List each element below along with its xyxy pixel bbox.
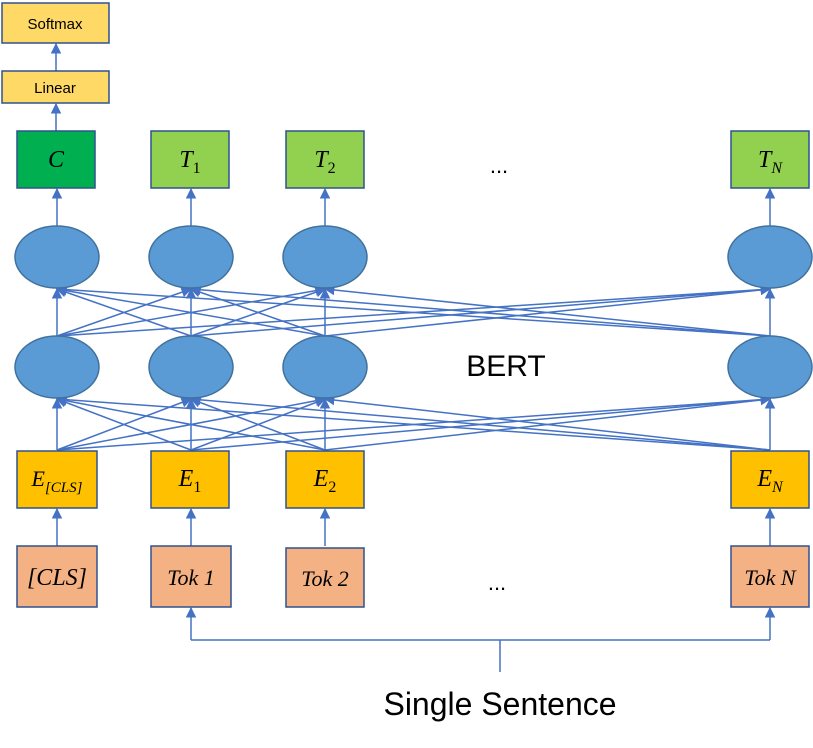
- token-box-2: Tok 2: [285, 547, 365, 608]
- svg-text:T1: T1: [179, 147, 200, 177]
- embedding-n-sub: N: [771, 479, 784, 496]
- svg-text:E1: E1: [178, 466, 202, 496]
- embedding-box-1: E1: [150, 450, 230, 509]
- linear-box: Linear: [1, 70, 110, 104]
- output-1-sub: 1: [193, 160, 201, 177]
- embedding-cls-sub: [CLS]: [45, 480, 83, 496]
- linear-label: Linear: [34, 80, 76, 97]
- edge-emb1-mid0: [56, 397, 192, 451]
- embedding-box-2: E2: [285, 450, 365, 509]
- edge-emb3-mid1: [189, 394, 771, 451]
- svg-text:C: C: [48, 147, 65, 173]
- output-2-sub: 2: [328, 160, 336, 177]
- token-ellipsis: ...: [488, 570, 506, 595]
- bert-label: BERT: [466, 350, 545, 383]
- embedding-1-base: E: [178, 466, 194, 492]
- output-box-1: T1: [150, 130, 230, 189]
- embedding-box-cls: E[CLS]: [16, 450, 98, 509]
- token-2-label: Tok 2: [301, 566, 348, 591]
- svg-text:T2: T2: [314, 147, 335, 177]
- mid-node-n: [727, 335, 813, 399]
- caption-label: Single Sentence: [383, 686, 616, 722]
- output-cls-base: C: [48, 147, 65, 173]
- token-1-label: Tok 1: [167, 565, 214, 590]
- softmax-box: Softmax: [1, 2, 110, 44]
- mid-node-cls: [14, 335, 100, 399]
- embedding-box-n: EN: [730, 450, 810, 509]
- token-box-n: Tok N: [730, 545, 810, 608]
- mid-node-2: [282, 335, 368, 399]
- output-ellipsis: ...: [490, 153, 508, 178]
- svg-text:EN: EN: [756, 466, 784, 496]
- token-box-1: Tok 1: [150, 545, 232, 608]
- embedding-2-base: E: [313, 466, 329, 492]
- edge-emb2-mid1: [190, 397, 326, 451]
- edge-mid2-top1: [190, 287, 326, 337]
- edge-mid3-top1: [189, 284, 771, 337]
- edge-emb3-mid0: [55, 394, 771, 451]
- edge-mid3-top2: [323, 284, 771, 337]
- softmax-label: Softmax: [27, 16, 83, 33]
- embedding-2-sub: 2: [328, 479, 336, 496]
- svg-text:E2: E2: [313, 466, 337, 496]
- svg-text:E[CLS]: E[CLS]: [31, 466, 83, 496]
- embedding-1-sub: 1: [193, 479, 201, 496]
- svg-text:TN: TN: [758, 147, 783, 177]
- edge-mid3-top0: [55, 284, 771, 337]
- output-box-2: T2: [285, 130, 365, 189]
- mid-node-1: [148, 335, 234, 399]
- edge-mid1-top0: [56, 287, 192, 337]
- edge-mid2-top0: [55, 285, 326, 337]
- output-n-base: T: [758, 147, 773, 173]
- output-1-base: T: [179, 147, 194, 173]
- output-box-n: TN: [730, 130, 810, 189]
- top-node-1: [148, 225, 234, 289]
- embedding-cls-base: E: [31, 466, 46, 491]
- top-node-n: [727, 225, 813, 289]
- output-n-sub: N: [770, 160, 783, 177]
- embedding-n-base: E: [756, 466, 772, 492]
- top-node-cls: [14, 225, 100, 289]
- output-box-cls: C: [16, 130, 96, 189]
- token-box-cls: [CLS]: [16, 545, 98, 608]
- token-n-label: Tok N: [744, 565, 796, 590]
- output-2-base: T: [314, 147, 329, 173]
- edges-group: [50, 42, 776, 672]
- edge-emb3-mid2: [323, 394, 771, 451]
- transformer-nodes: [14, 225, 813, 399]
- edge-emb2-mid0: [55, 395, 326, 451]
- token-cls-label: [CLS]: [27, 565, 87, 591]
- top-node-2: [282, 225, 368, 289]
